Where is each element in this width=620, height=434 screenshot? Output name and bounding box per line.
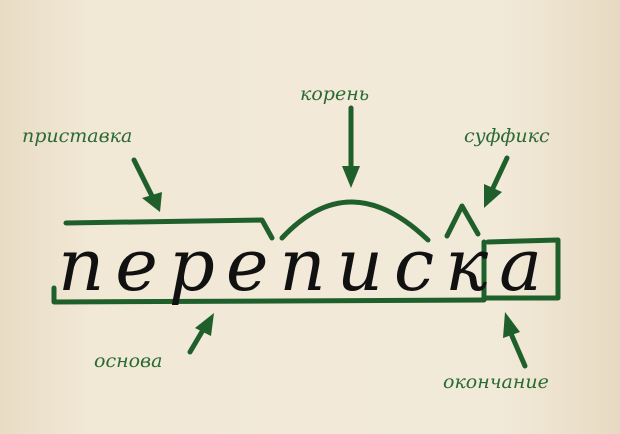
root-arrow — [342, 105, 360, 188]
prefix-mark — [63, 217, 275, 241]
suffix-label: суффикс — [464, 125, 550, 147]
stem-label: основа — [94, 350, 162, 372]
ending-label: окончание — [443, 371, 549, 393]
prefix-label: приставка — [22, 125, 132, 147]
suffix-arrow — [484, 155, 510, 208]
root-arc — [279, 199, 431, 243]
ending-box — [481, 237, 561, 301]
ending-arrow — [503, 312, 528, 369]
stem-mark — [51, 285, 487, 305]
suffix-mark — [444, 203, 481, 239]
prefix-arrow — [131, 157, 162, 212]
stem-arrow — [187, 313, 214, 355]
analyzed-word: переписка — [58, 223, 548, 307]
root-label: корень — [300, 83, 369, 105]
